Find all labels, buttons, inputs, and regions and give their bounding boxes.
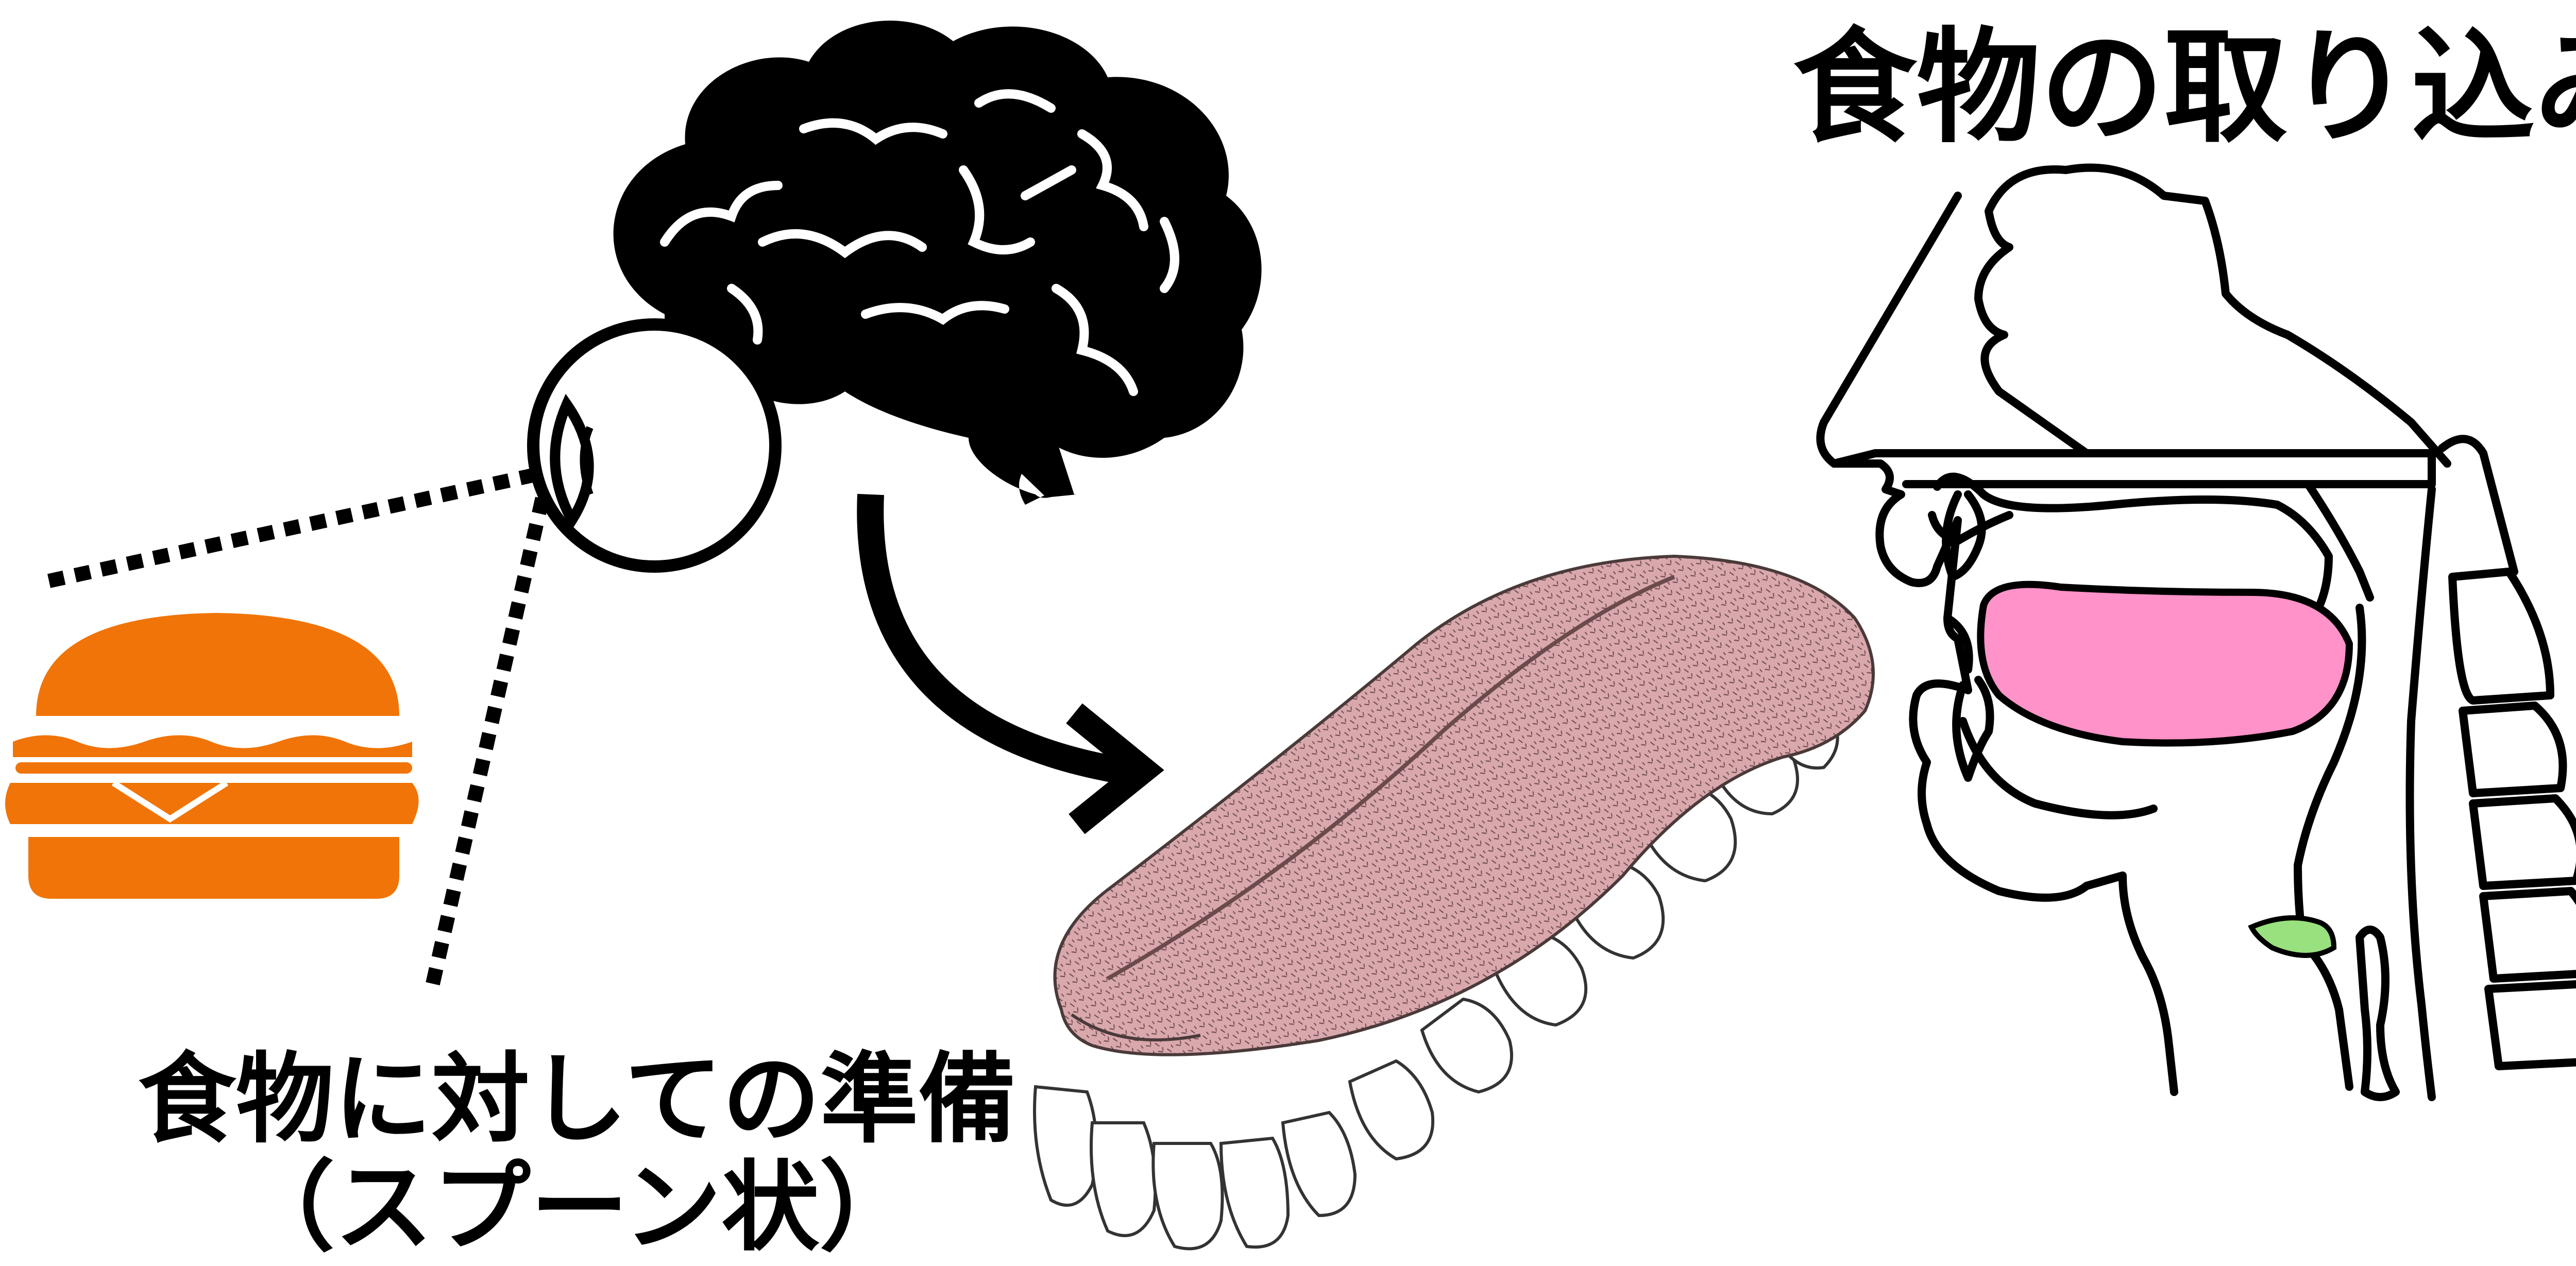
nose-outline <box>1820 196 1958 464</box>
vertebra <box>2473 798 2576 886</box>
label-food-preparation-line2: （スプーン状） <box>124 1154 1030 1262</box>
sight-lines <box>49 471 551 984</box>
epiglottis-highlight <box>2251 918 2334 955</box>
tooth <box>1283 1113 1355 1216</box>
burger-lettuce <box>13 735 412 758</box>
label-food-preparation: 食物に対しての準備 （スプーン状） <box>124 1046 1030 1262</box>
tooth <box>1221 1138 1288 1247</box>
hamburger-icon <box>5 613 419 899</box>
burger-cheese <box>15 762 412 774</box>
tooth <box>1091 1123 1156 1236</box>
tooth <box>1350 1061 1433 1159</box>
tooth <box>1035 1087 1096 1205</box>
tooth <box>1422 999 1512 1092</box>
vertebrae <box>2452 572 2576 1066</box>
head-profile <box>1834 464 2174 1092</box>
eye-icon <box>533 324 775 567</box>
tooth <box>1153 1143 1222 1248</box>
pharynx-back <box>2410 489 2432 1097</box>
tongue-illustration <box>1035 556 1873 1248</box>
curved-arrow-icon <box>870 494 1144 824</box>
vertebra <box>2488 984 2576 1066</box>
larynx <box>2360 930 2396 1097</box>
vertebra <box>2463 706 2563 793</box>
sight-line-lower <box>433 482 546 984</box>
label-food-intake: 食物の取り込み <box>1793 15 2576 160</box>
vertebra <box>2483 891 2576 979</box>
burger-bottom-bun <box>28 837 399 899</box>
vertebra <box>2452 572 2550 700</box>
oral-tongue-highlight <box>1980 585 2349 743</box>
burger-top-bun <box>36 613 399 716</box>
skull-outline <box>1978 168 2447 464</box>
label-food-preparation-line1: 食物に対しての準備 <box>124 1046 1030 1154</box>
spine-front <box>2442 439 2514 572</box>
sight-line-upper <box>49 471 551 581</box>
